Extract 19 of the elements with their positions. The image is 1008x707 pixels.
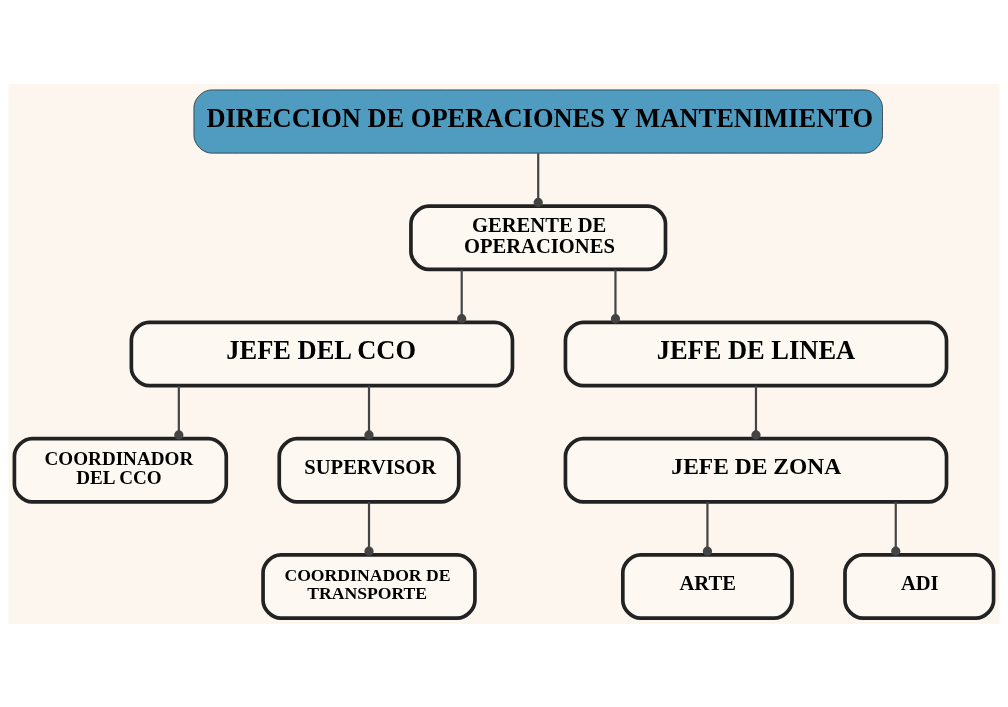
connector [610,269,621,323]
node-box: COORDINADOR DE TRANSPORTE [261,552,477,620]
connector [364,385,374,440]
node-box: JEFE DE ZONA [563,436,949,504]
connector [751,385,761,440]
connector [891,501,901,556]
connector [364,501,374,556]
node-box: GERENTE DE OPERACIONES [409,203,668,271]
node-box: JEFE DE LINEA [563,320,949,387]
connector [174,385,184,440]
node-box: ADI [843,552,996,620]
connector [457,269,467,323]
node-box: ARTE [620,552,794,620]
node-box: DIRECCION DE OPERACIONES Y MANTENIMIENTO [193,89,883,154]
connector [533,152,543,207]
node-box: JEFE DEL CCO [129,320,515,387]
node-box: COORDINADOR DEL CCO [12,436,229,504]
node-box: SUPERVISOR [277,436,461,504]
connector [702,501,713,556]
